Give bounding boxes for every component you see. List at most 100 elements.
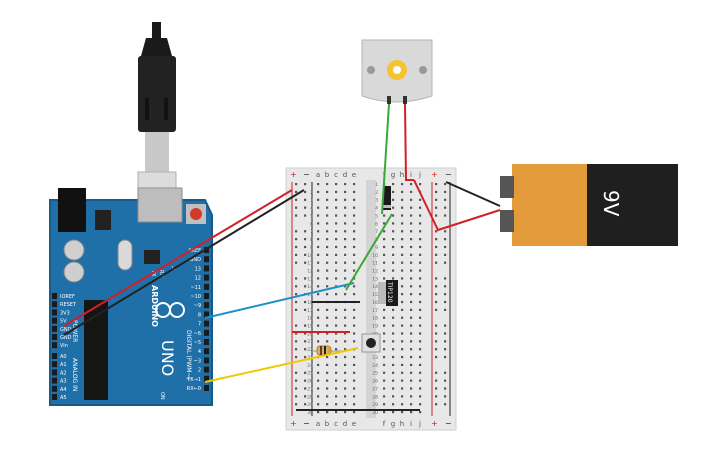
- breadboard-hole[interactable]: [344, 269, 347, 272]
- breadboard-hole[interactable]: [317, 214, 320, 217]
- breadboard-hole[interactable]: [326, 190, 329, 194]
- breadboard-hole[interactable]: [344, 206, 347, 209]
- breadboard-hole[interactable]: [419, 285, 422, 288]
- breadboard-hole[interactable]: [335, 238, 338, 241]
- black-wire-gnd[interactable]: [63, 189, 305, 336]
- breadboard-hole[interactable]: [383, 379, 386, 382]
- breadboard-hole[interactable]: [344, 332, 347, 335]
- rail-hole[interactable]: [295, 332, 298, 335]
- breadboard-hole[interactable]: [383, 261, 386, 264]
- breadboard-hole[interactable]: [353, 371, 356, 374]
- rail-hole[interactable]: [295, 230, 298, 233]
- breadboard-hole[interactable]: [383, 387, 386, 390]
- digital-pin[interactable]: [204, 385, 209, 391]
- breadboard-hole[interactable]: [383, 371, 386, 374]
- breadboard-hole[interactable]: [344, 261, 347, 264]
- breadboard-hole[interactable]: [383, 269, 386, 272]
- rail-hole[interactable]: [295, 403, 298, 406]
- breadboard-hole[interactable]: [335, 206, 338, 209]
- breadboard-hole[interactable]: [335, 387, 338, 390]
- rail-hole[interactable]: [444, 332, 447, 335]
- breadboard-hole[interactable]: [335, 316, 338, 319]
- breadboard-hole[interactable]: [344, 230, 347, 233]
- breadboard-hole[interactable]: [401, 340, 404, 343]
- rail-hole[interactable]: [435, 324, 438, 327]
- breadboard-hole[interactable]: [419, 222, 422, 225]
- power-pin[interactable]: [52, 325, 57, 332]
- breadboard-hole[interactable]: [410, 238, 413, 241]
- breadboard-hole[interactable]: [335, 190, 338, 194]
- rail-hole[interactable]: [444, 238, 447, 241]
- breadboard-hole[interactable]: [317, 277, 320, 280]
- rail-hole[interactable]: [435, 348, 438, 351]
- breadboard-hole[interactable]: [317, 316, 320, 319]
- breadboard-hole[interactable]: [419, 363, 422, 367]
- breadboard-hole[interactable]: [419, 300, 422, 304]
- rail-hole[interactable]: [304, 183, 307, 186]
- rail-hole[interactable]: [295, 340, 298, 343]
- breadboard-hole[interactable]: [353, 269, 356, 272]
- breadboard-hole[interactable]: [419, 379, 422, 382]
- rail-hole[interactable]: [444, 293, 447, 296]
- breadboard-hole[interactable]: [392, 411, 395, 414]
- breadboard-hole[interactable]: [326, 285, 329, 288]
- breadboard-hole[interactable]: [344, 371, 347, 374]
- breadboard-hole[interactable]: [317, 261, 320, 264]
- breadboard-hole[interactable]: [344, 324, 347, 327]
- breadboard-hole[interactable]: [410, 285, 413, 288]
- breadboard-hole[interactable]: [326, 379, 329, 382]
- breadboard-hole[interactable]: [419, 253, 422, 256]
- rail-hole[interactable]: [444, 206, 447, 209]
- breadboard-hole[interactable]: [392, 206, 395, 209]
- breadboard-hole[interactable]: [335, 222, 338, 225]
- rail-hole[interactable]: [295, 183, 298, 186]
- breadboard-hole[interactable]: [353, 308, 356, 311]
- breadboard-hole[interactable]: [326, 411, 329, 414]
- rail-hole[interactable]: [304, 253, 307, 256]
- push-button[interactable]: [361, 333, 381, 353]
- breadboard-hole[interactable]: [317, 411, 320, 414]
- breadboard-hole[interactable]: [353, 206, 356, 209]
- rail-hole[interactable]: [435, 183, 438, 186]
- rail-hole[interactable]: [444, 403, 447, 406]
- breadboard-hole[interactable]: [410, 206, 413, 209]
- yellow-wire-pin2[interactable]: [204, 347, 359, 383]
- breadboard-hole[interactable]: [392, 340, 395, 343]
- breadboard-hole[interactable]: [353, 198, 356, 201]
- analog-pin[interactable]: [52, 369, 57, 376]
- rail-hole[interactable]: [444, 395, 447, 398]
- power-pin[interactable]: [52, 317, 57, 324]
- rail-hole[interactable]: [435, 261, 438, 264]
- breadboard-hole[interactable]: [401, 293, 404, 296]
- breadboard-hole[interactable]: [326, 332, 329, 335]
- breadboard-hole[interactable]: [326, 363, 329, 367]
- breadboard-hole[interactable]: [326, 355, 329, 359]
- breadboard-hole[interactable]: [419, 387, 422, 390]
- rail-hole[interactable]: [304, 230, 307, 233]
- rail-hole[interactable]: [304, 371, 307, 374]
- breadboard-hole[interactable]: [326, 308, 329, 311]
- rail-hole[interactable]: [444, 230, 447, 233]
- breadboard-hole[interactable]: [419, 340, 422, 343]
- rail-hole[interactable]: [304, 261, 307, 264]
- rail-hole[interactable]: [435, 214, 438, 217]
- rail-hole[interactable]: [435, 340, 438, 343]
- breadboard-hole[interactable]: [419, 238, 422, 241]
- rail-hole[interactable]: [444, 183, 447, 186]
- rail-hole[interactable]: [304, 245, 307, 249]
- digital-pin[interactable]: [204, 311, 209, 318]
- rail-hole[interactable]: [304, 348, 307, 351]
- breadboard-hole[interactable]: [401, 379, 404, 382]
- breadboard-hole[interactable]: [344, 214, 347, 217]
- breadboard-hole[interactable]: [317, 324, 320, 327]
- breadboard-hole[interactable]: [401, 206, 404, 209]
- power-pin[interactable]: [52, 334, 57, 340]
- breadboard-hole[interactable]: [383, 363, 386, 367]
- rail-hole[interactable]: [435, 285, 438, 288]
- rail-hole[interactable]: [444, 308, 447, 311]
- rail-hole[interactable]: [435, 300, 438, 304]
- breadboard-hole[interactable]: [410, 411, 413, 414]
- rail-hole[interactable]: [444, 371, 447, 374]
- breadboard-hole[interactable]: [335, 411, 338, 414]
- breadboard-hole[interactable]: [410, 183, 413, 186]
